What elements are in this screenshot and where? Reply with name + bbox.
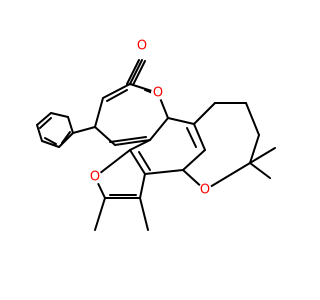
bond [144, 169, 184, 175]
oxygen-atom-furan: O [88, 170, 102, 185]
bond [149, 117, 169, 141]
bond [167, 117, 195, 125]
bond [139, 173, 146, 199]
oxygen-atom-carbonyl: O [135, 39, 149, 54]
bond [102, 83, 131, 99]
bond [182, 149, 206, 171]
bond [61, 131, 71, 144]
bond [249, 147, 276, 164]
bond [41, 140, 60, 148]
bond [94, 149, 131, 178]
bond [186, 127, 197, 148]
bond [36, 124, 43, 142]
bond [245, 102, 260, 136]
oxygen-atom-pyranone: O [151, 86, 165, 101]
bond [138, 151, 151, 171]
bond [249, 134, 260, 164]
bond [193, 102, 216, 125]
bond [249, 162, 271, 179]
bond [50, 112, 69, 118]
bond [132, 60, 146, 86]
bond [114, 139, 151, 146]
bond [72, 126, 96, 134]
bond [139, 197, 149, 231]
oxygen-atom-pyran: O [198, 183, 212, 198]
bond [44, 137, 57, 145]
bond [129, 139, 151, 151]
bond [36, 112, 52, 126]
bond [204, 162, 251, 191]
bond [39, 117, 52, 129]
bond [129, 149, 146, 175]
bond [106, 89, 128, 102]
bond [109, 136, 147, 143]
atom-label: O [153, 86, 163, 101]
bond [126, 59, 140, 85]
bond [94, 197, 106, 231]
bond [58, 132, 74, 148]
bond [193, 123, 206, 151]
atom-label-layer: O O O O [88, 39, 212, 198]
bond [129, 59, 143, 85]
atom-label: O [90, 170, 100, 185]
molecule-structure: O O O O [36, 38, 276, 231]
atom-label: O [137, 39, 147, 54]
bond [94, 97, 104, 128]
atom-label: O [200, 183, 210, 198]
bond [67, 116, 74, 134]
